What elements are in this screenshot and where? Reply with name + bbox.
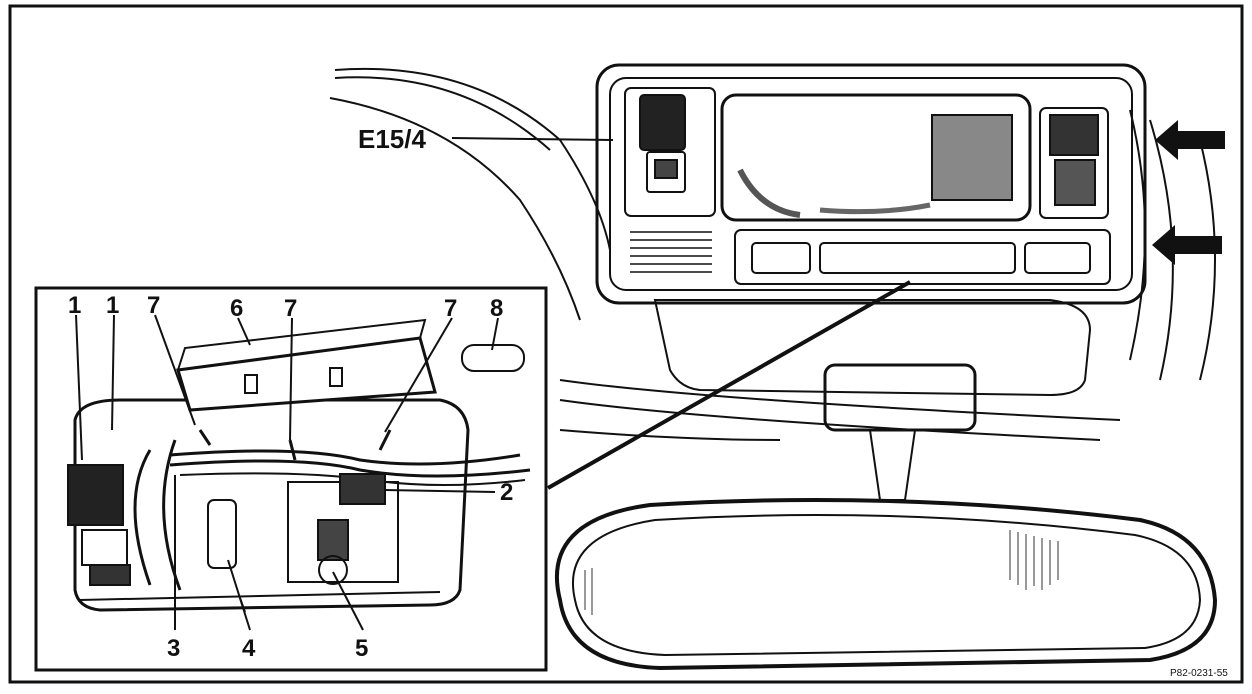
arrows xyxy=(1152,120,1225,265)
figure-reference: P82-0231-55 xyxy=(1170,668,1228,679)
lamp-lens xyxy=(720,93,1032,222)
mirror-shading xyxy=(584,530,1059,615)
callout-7: 7 xyxy=(147,292,160,319)
left-switch-cluster xyxy=(624,87,716,217)
callout-6: 6 xyxy=(230,295,243,322)
callout-1: 1 xyxy=(68,292,81,319)
button-strip xyxy=(734,229,1111,285)
inset-leaders xyxy=(75,314,499,631)
rear-view-mirror xyxy=(554,498,1218,671)
right-switch xyxy=(1039,107,1109,219)
e15-4-leader xyxy=(451,137,614,141)
callout-1: 1 xyxy=(106,292,119,319)
arrow-left-icon xyxy=(1155,120,1225,160)
main-scene xyxy=(329,63,1218,671)
e15-4-label: E15/4 xyxy=(358,124,426,154)
inset-detail: 1 1 7 6 7 7 8 2 3 4 5 xyxy=(34,286,548,672)
mirror-mount xyxy=(823,363,977,432)
zoom-line xyxy=(547,280,911,490)
callout-8: 8 xyxy=(490,295,503,322)
callout-3: 3 xyxy=(167,635,180,662)
callout-2: 2 xyxy=(500,479,513,506)
callout-7: 7 xyxy=(444,295,457,322)
callout-4: 4 xyxy=(242,635,256,662)
callout-5: 5 xyxy=(355,635,368,662)
callout-7: 7 xyxy=(284,295,297,322)
arrow-left-icon xyxy=(1152,225,1222,265)
lower-panel xyxy=(653,299,1092,397)
speaker-grille xyxy=(630,231,712,273)
